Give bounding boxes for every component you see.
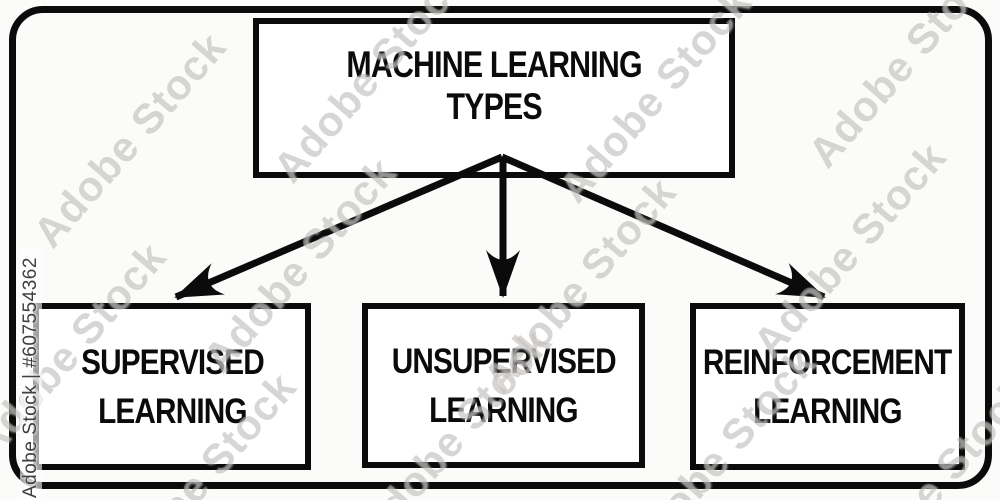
node-label-line: UNSUPERVISED	[391, 341, 616, 381]
node-label-line: TYPES	[446, 86, 542, 127]
arrow-to-supervised	[174, 153, 504, 301]
node-machine-learning-types: MACHINE LEARNING TYPES	[253, 18, 735, 178]
node-label-line: LEARNING	[753, 391, 902, 431]
node-label-line: LEARNING	[97, 391, 247, 431]
node-reinforcement-learning: REINFORCEMENT LEARNING	[690, 303, 965, 470]
stock-id-watermark: Adobe Stock | #607554362	[20, 249, 42, 500]
node-unsupervised-learning: UNSUPERVISED LEARNING	[362, 303, 645, 468]
node-supervised-learning: SUPERVISED LEARNING	[33, 303, 311, 470]
node-label-line: SUPERVISED	[80, 342, 265, 382]
node-label-line: LEARNING	[429, 390, 578, 430]
arrow-to-reinforcement	[500, 153, 826, 301]
node-label-line: REINFORCEMENT	[703, 342, 952, 382]
outer-border	[9, 6, 992, 489]
node-label-line: MACHINE LEARNING	[346, 44, 642, 85]
